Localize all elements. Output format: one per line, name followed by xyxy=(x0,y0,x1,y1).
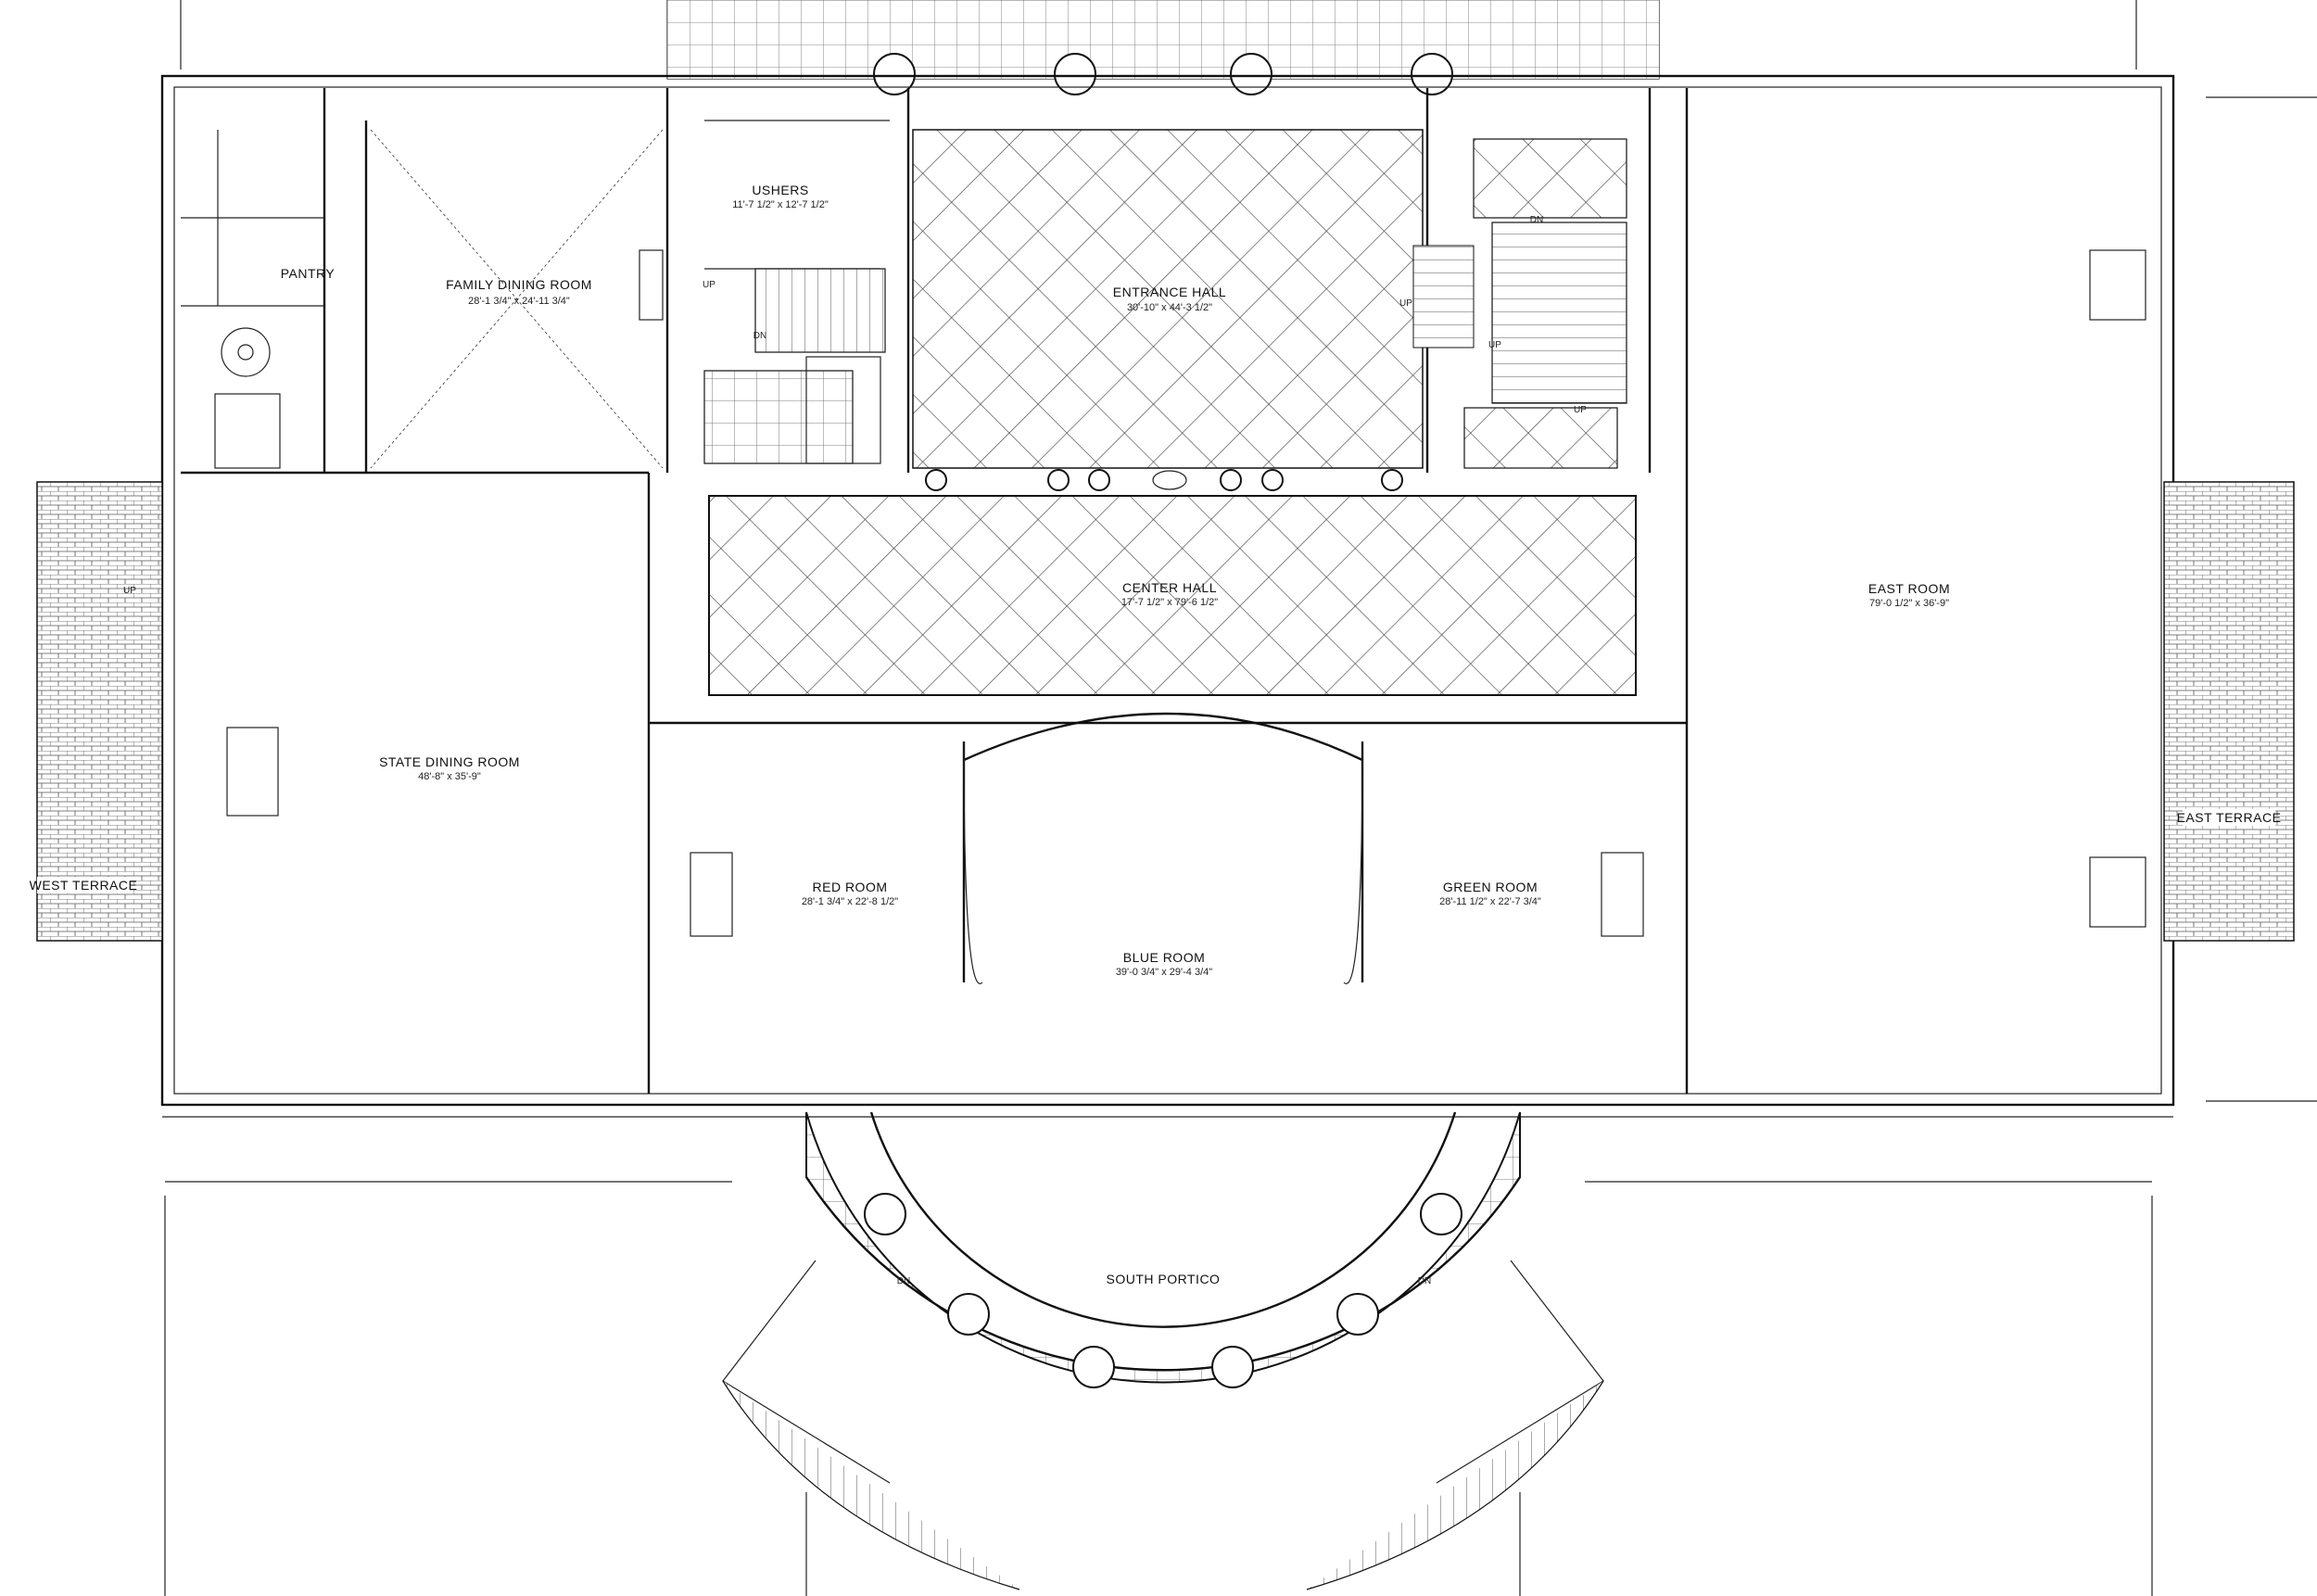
south-portico xyxy=(722,1111,1604,1590)
fireplaces xyxy=(226,249,2146,937)
stair-note-up-3: UP xyxy=(1488,340,1501,350)
pantry-label: PANTRY xyxy=(281,266,336,281)
entrance-hall-dim: 30'-10" x 44'-3 1/2" xyxy=(1127,302,1212,313)
blue-room-dim: 39'-0 3/4" x 29'-4 3/4" xyxy=(1116,967,1212,978)
ushers-dim: 11'-7 1/2" x 12'-7 1/2" xyxy=(732,199,829,210)
east-stair-landing-bottom xyxy=(1463,407,1618,469)
entrance-hall-floor xyxy=(912,129,1424,469)
stair-note-up-1: UP xyxy=(703,280,715,290)
family-dining-label: FAMILY DINING ROOM xyxy=(446,277,592,292)
north-portico xyxy=(180,0,2137,95)
center-hall-label: CENTER HALL xyxy=(1122,580,1217,595)
center-hall-dim: 17'-7 1/2" x 79'-6 1/2" xyxy=(1121,597,1218,608)
entrance-columns xyxy=(925,469,1403,491)
west-terrace-label: WEST TERRACE xyxy=(30,878,138,893)
blue-room-oval xyxy=(963,712,1363,984)
stair-note-up-2: UP xyxy=(1399,298,1412,309)
green-room-dim: 28'-11 1/2" x 22'-7 3/4" xyxy=(1439,896,1541,907)
east-room-label: EAST ROOM xyxy=(1868,581,1950,596)
stair-note-dn-3: DN xyxy=(897,1276,910,1286)
ushers-tile-floor xyxy=(703,370,854,464)
state-dining-label: STATE DINING ROOM xyxy=(379,754,520,769)
east-stair-landing-top xyxy=(1473,138,1627,219)
green-room-label: GREEN ROOM xyxy=(1443,880,1538,894)
stair-note-up-4: UP xyxy=(1574,405,1587,415)
state-dining-dim: 48'-8" x 35'-9" xyxy=(418,771,481,782)
stair-note-up-5: UP xyxy=(123,586,136,596)
family-dining-dim: 28'-1 3/4" x 24'-11 3/4" xyxy=(468,296,570,307)
east-room-dim: 79'-0 1/2" x 36'-9" xyxy=(1869,598,1949,609)
family-dining-diagonals xyxy=(370,129,664,469)
entrance-hall-label: ENTRANCE HALL xyxy=(1113,285,1226,299)
ushers-label: USHERS xyxy=(752,183,808,197)
stair-note-dn-4: DN xyxy=(1418,1276,1431,1286)
west-terrace xyxy=(36,481,163,942)
red-room-label: RED ROOM xyxy=(813,880,888,894)
interior-walls xyxy=(181,88,1689,1094)
south-portico-label: SOUTH PORTICO xyxy=(1107,1272,1221,1286)
east-terrace-label: EAST TERRACE xyxy=(2177,810,2282,825)
east-terrace xyxy=(2163,481,2295,942)
stair-note-dn-1: DN xyxy=(753,331,766,341)
red-room-dim: 28'-1 3/4" x 22'-8 1/2" xyxy=(802,896,898,907)
stairs xyxy=(214,222,1627,469)
blue-room-label: BLUE ROOM xyxy=(1123,950,1206,965)
stair-note-dn-2: DN xyxy=(1530,215,1543,225)
center-hall-floor xyxy=(708,495,1637,696)
